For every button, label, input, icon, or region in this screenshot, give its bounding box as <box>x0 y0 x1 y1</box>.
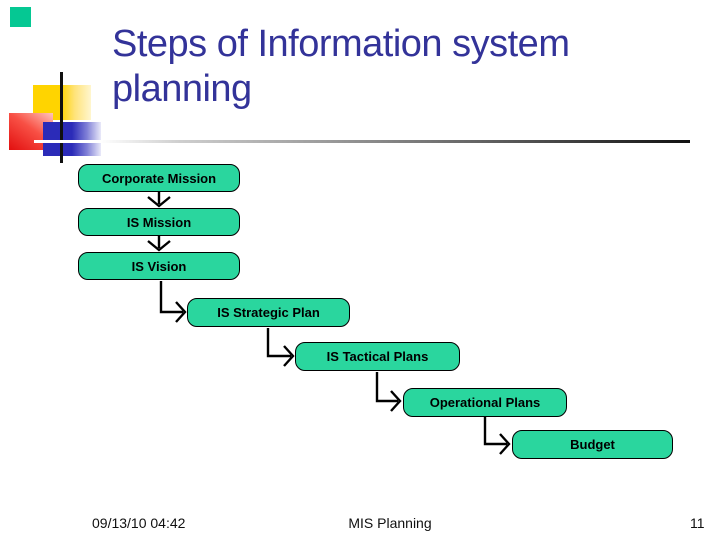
connector-strategic-to-tactical <box>266 328 295 367</box>
flow-box-label: IS Tactical Plans <box>326 349 429 364</box>
connector-operational-to-budget <box>483 417 511 455</box>
flow-box-budget: Budget <box>512 430 673 459</box>
title-underline-rule <box>34 140 690 143</box>
flow-box-is-mission: IS Mission <box>78 208 240 236</box>
flow-box-is-strategic-plan: IS Strategic Plan <box>187 298 350 327</box>
flow-box-corporate-mission: Corporate Mission <box>78 164 240 192</box>
footer-title: MIS Planning <box>348 515 432 531</box>
connector-tactical-to-operational <box>375 372 402 412</box>
flow-box-label: Operational Plans <box>429 395 541 410</box>
flow-box-label: IS Mission <box>126 214 192 230</box>
connector-corporate-to-is-mission <box>147 192 171 208</box>
flow-box-operational-plans: Operational Plans <box>403 388 567 417</box>
connector-is-mission-to-is-vision <box>147 236 171 252</box>
corner-accent-square <box>10 7 31 27</box>
decoration-vertical-line <box>60 72 63 163</box>
footer-date: 09/13/10 04:42 <box>92 515 186 531</box>
flow-box-label: Budget <box>570 437 615 452</box>
flow-box-label: IS Vision <box>131 258 187 274</box>
flow-box-is-vision: IS Vision <box>78 252 240 280</box>
connector-is-vision-to-strategic <box>159 281 187 323</box>
flow-box-label: Corporate Mission <box>101 170 217 186</box>
flow-box-label: IS Strategic Plan <box>217 305 320 320</box>
decoration-blue-square <box>43 122 101 156</box>
footer-page-number: 11 <box>690 515 705 531</box>
flow-box-is-tactical-plans: IS Tactical Plans <box>295 342 460 371</box>
slide-title: Steps of Information system planning <box>112 23 570 110</box>
